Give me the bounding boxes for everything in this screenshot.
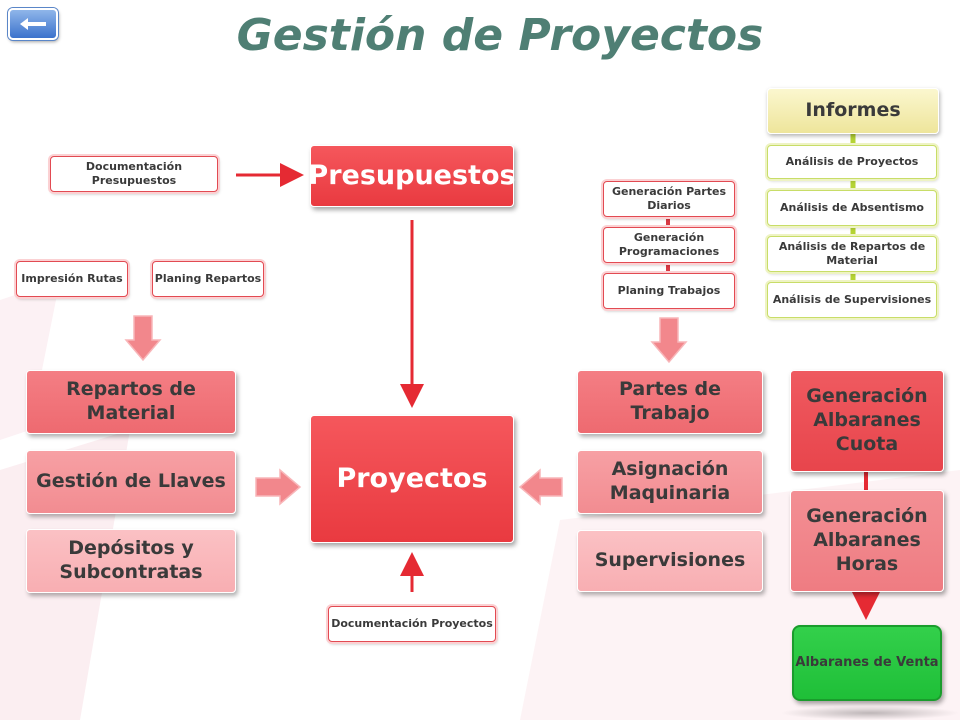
left-arrow-icon [20, 18, 46, 30]
doc-presupuestos-node[interactable]: Documentación Presupuestos [50, 156, 218, 192]
doc-proyectos-node[interactable]: Documentación Proyectos [328, 606, 496, 642]
planing-trabajos-node[interactable]: Planing Trabajos [603, 273, 735, 309]
informes-header[interactable]: Informes [767, 88, 939, 134]
partes-trabajo-node[interactable]: Partes de Trabajo [577, 370, 763, 434]
gen-partes-diarios-node[interactable]: Generación Partes Diarios [603, 181, 735, 217]
bottom-shadow [780, 706, 960, 720]
asignacion-maquinaria-node[interactable]: Asignación Maquinaria [577, 450, 763, 514]
back-button[interactable] [8, 8, 58, 40]
presupuestos-node[interactable]: Presupuestos [308, 145, 516, 207]
block-arrow-down-right [650, 317, 688, 364]
page-title: Gestión de Proyectos [236, 10, 764, 61]
gen-albaranes-horas-node[interactable]: Generación Albaranes Horas [790, 490, 944, 592]
block-arrow-right-to-proyectos [518, 468, 563, 506]
depositos-node[interactable]: Depósitos y Subcontratas [26, 529, 236, 593]
block-arrow-down-left [124, 315, 162, 362]
albaranes-venta-node[interactable]: Albaranes de Venta [792, 625, 942, 701]
planing-repartos-node[interactable]: Planing Repartos [152, 261, 264, 297]
supervisiones-node[interactable]: Supervisiones [577, 530, 763, 592]
gestion-llaves-node[interactable]: Gestión de Llaves [26, 450, 236, 514]
informe-analisis-supervisiones[interactable]: Análisis de Supervisiones [767, 282, 937, 318]
informe-analisis-repartos[interactable]: Análisis de Repartos de Material [767, 236, 937, 272]
gen-albaranes-cuota-node[interactable]: Generación Albaranes Cuota [790, 370, 944, 472]
informe-analisis-absentismo[interactable]: Análisis de Absentismo [767, 190, 937, 226]
informe-analisis-proyectos[interactable]: Análisis de Proyectos [767, 145, 937, 179]
impresion-rutas-node[interactable]: Impresión Rutas [16, 261, 128, 297]
proyectos-node[interactable]: Proyectos [310, 415, 514, 543]
repartos-material-node[interactable]: Repartos de Material [26, 370, 236, 434]
block-arrow-left-to-proyectos [255, 468, 302, 506]
gen-programaciones-node[interactable]: Generación Programaciones [603, 227, 735, 263]
